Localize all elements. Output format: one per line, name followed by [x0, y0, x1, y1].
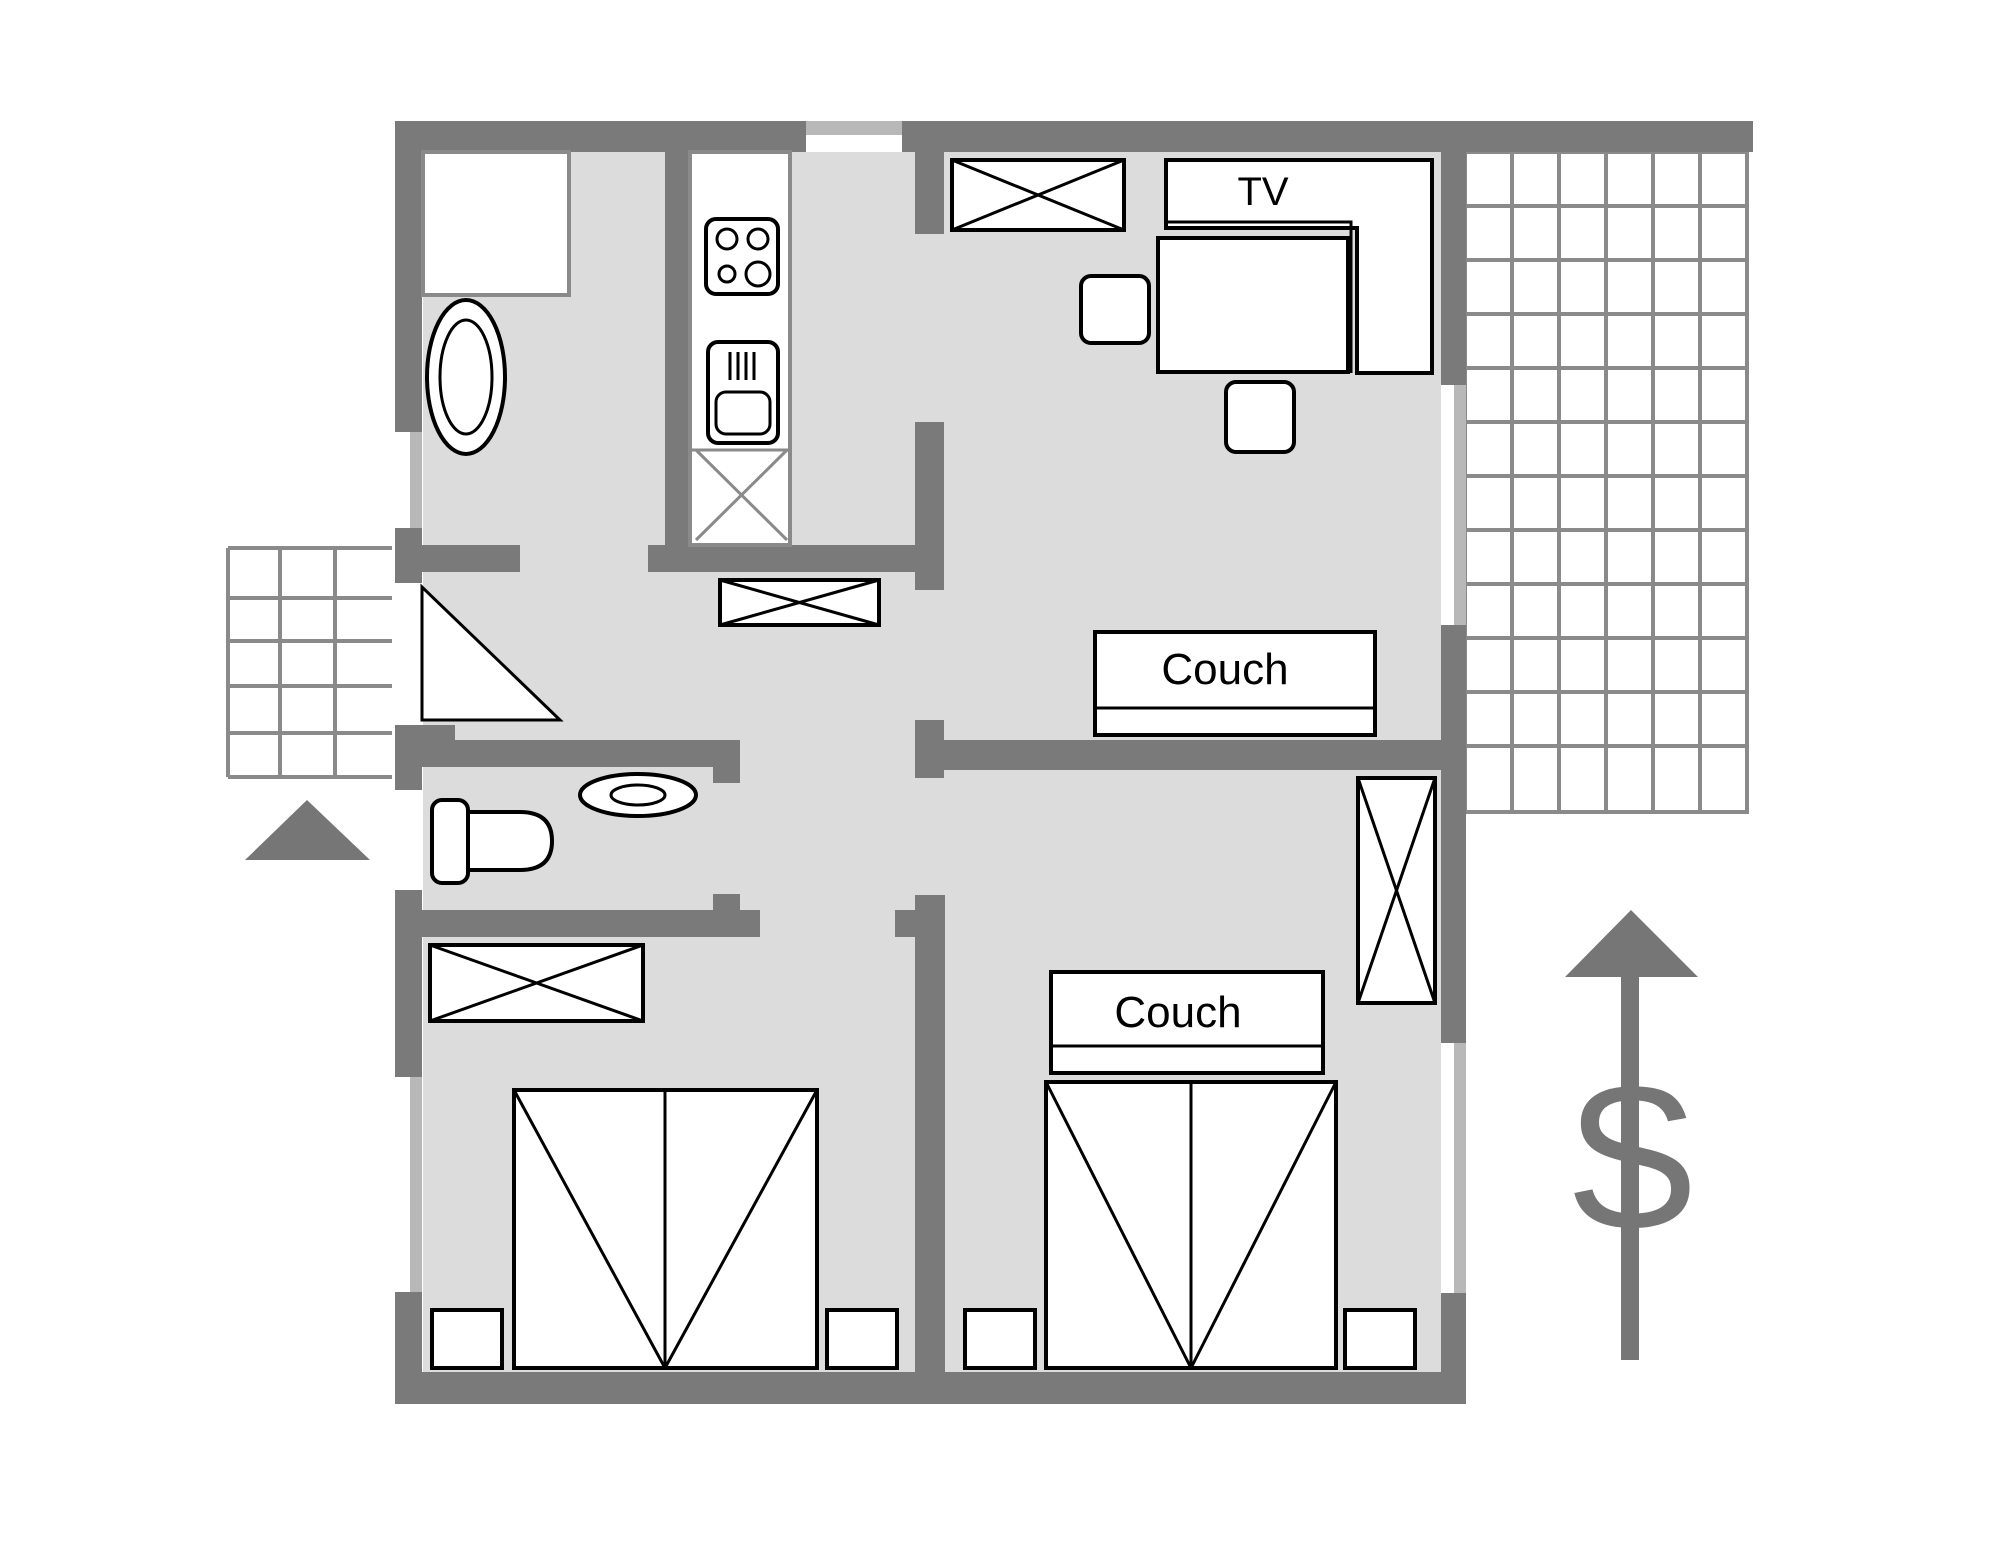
walls	[395, 121, 1753, 1404]
bedroom2-wardrobe	[1356, 776, 1437, 1005]
couch-label-living: Couch	[1161, 645, 1288, 694]
tv-unit	[1164, 158, 1434, 375]
nightstand	[1343, 1308, 1417, 1370]
bedroom1-wardrobe	[428, 943, 645, 1023]
bedroom1-bed	[512, 1088, 819, 1370]
entrance-door[interactable]	[420, 583, 564, 722]
entrance-steps	[226, 546, 392, 779]
windows	[410, 121, 1466, 1293]
tv-label: TV	[1237, 170, 1288, 214]
bathroom-counter	[421, 150, 571, 297]
terrace-tiles	[1463, 150, 1749, 814]
dining-chair	[1079, 274, 1151, 345]
triangle-up-arrow-icon	[245, 800, 370, 860]
couch-label-bedroom: Couch	[1114, 988, 1241, 1037]
bedroom-couch	[1049, 970, 1325, 1075]
living-couch	[1093, 630, 1377, 737]
kitchen-cabinet	[690, 448, 790, 542]
sink-icon	[706, 340, 780, 445]
nightstand	[430, 1308, 504, 1370]
bathtub-inner	[438, 318, 494, 436]
living-wardrobe	[950, 158, 1126, 232]
bedroom2-bed	[1044, 1080, 1338, 1370]
hall-wardrobe	[718, 578, 881, 627]
north-arrow-icon	[1565, 910, 1698, 1360]
dining-chair	[1224, 380, 1296, 454]
stove-icon	[704, 217, 780, 296]
nightstand	[963, 1308, 1037, 1370]
dining-table	[1156, 236, 1350, 374]
south-symbol: S	[1565, 1046, 1698, 1269]
toilet-icon	[430, 798, 555, 885]
washbasin-icon	[578, 772, 698, 818]
nightstand	[825, 1308, 899, 1370]
